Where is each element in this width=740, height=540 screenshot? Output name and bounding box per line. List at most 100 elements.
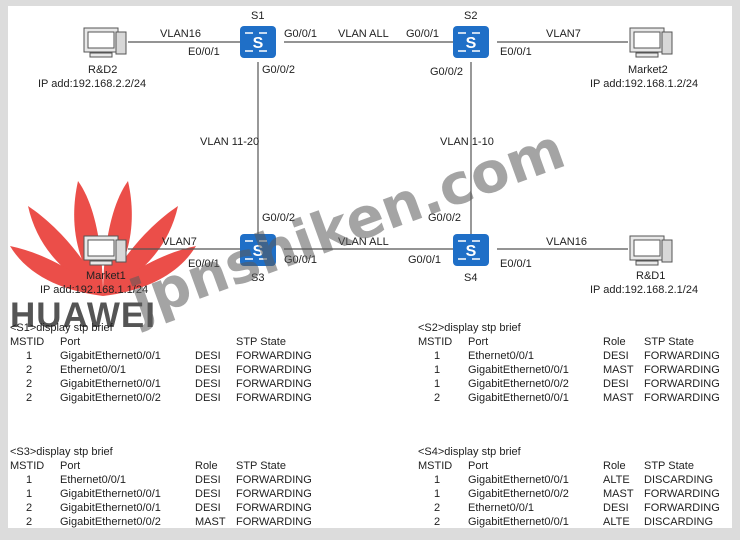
port-s3-e001: E0/0/1 xyxy=(188,258,220,270)
port-s3-g001: G0/0/1 xyxy=(284,254,318,266)
port-s4-g001: G0/0/1 xyxy=(408,254,442,266)
s4-table-header: MSTID xyxy=(418,460,453,472)
s3-table-cell: 1 xyxy=(26,488,33,500)
port-s4-g002: G0/0/2 xyxy=(428,212,462,224)
link-label-vlan16-bottom: VLAN16 xyxy=(546,236,587,248)
s2-table-cell: GigabitEthernet0/0/1 xyxy=(468,364,569,376)
s2-table-cell: MAST xyxy=(603,364,634,376)
s2-table-cell: FORWARDING xyxy=(644,392,720,404)
s1-table-cell: Ethernet0/0/1 xyxy=(60,364,127,376)
pc-rd2-ip: IP add:192.168.2.2/24 xyxy=(38,78,147,90)
s1-table-cell: 2 xyxy=(26,392,33,404)
s4-table-cell: ALTE xyxy=(603,474,630,486)
s3-table-cell: FORWARDING xyxy=(236,516,312,528)
topology-links: S S S S xyxy=(83,26,673,266)
s1-table-cell: FORWARDING xyxy=(236,364,312,376)
s3-table-header: STP State xyxy=(236,460,286,472)
s2-table-header: Role xyxy=(603,336,626,348)
s1-table-cell: GigabitEthernet0/0/1 xyxy=(60,378,161,390)
s2-table-cell: 2 xyxy=(434,392,441,404)
s3-table-cell: DESI xyxy=(195,502,221,514)
s3-table-cell: GigabitEthernet0/0/2 xyxy=(60,516,161,528)
pc-rd1-name: R&D1 xyxy=(636,270,666,282)
s4-table-cell: DISCARDING xyxy=(644,516,714,528)
s3-table-header: Port xyxy=(60,460,81,472)
s2-table-header: Port xyxy=(468,336,489,348)
svg-text:S: S xyxy=(466,35,477,52)
switch-s2-label: S2 xyxy=(464,10,478,22)
s4-table-cell: DESI xyxy=(603,502,629,514)
s2-table-cell: GigabitEthernet0/0/2 xyxy=(468,378,569,390)
link-label-vlan7-bottom: VLAN7 xyxy=(162,236,197,248)
diagram-canvas: HUAWEI S S S xyxy=(8,6,732,528)
s4-table-cell: FORWARDING xyxy=(644,502,720,514)
link-label-vlan1-10: VLAN 1-10 xyxy=(440,136,494,148)
link-label-vlan11-20: VLAN 11-20 xyxy=(200,136,260,148)
s4-table-cell: 1 xyxy=(434,474,441,486)
s4-table-command: <S4>display stp brief xyxy=(418,446,521,458)
port-s1-g002: G0/0/2 xyxy=(262,64,296,76)
svg-text:S: S xyxy=(253,35,264,52)
s2-table-cell: MAST xyxy=(603,392,634,404)
s1-table-cell: FORWARDING xyxy=(236,392,312,404)
s4-table-header: Role xyxy=(603,460,626,472)
s4-table-cell: ALTE xyxy=(603,516,630,528)
s3-table-cell: FORWARDING xyxy=(236,502,312,514)
port-s4-e001: E0/0/1 xyxy=(500,258,532,270)
s2-table-command: <S2>display stp brief xyxy=(418,322,521,334)
s1-table-cell: DESI xyxy=(195,350,221,362)
s4-table-cell: 1 xyxy=(434,488,441,500)
pc-rd2-name: R&D2 xyxy=(88,64,118,76)
s3-table-header: Role xyxy=(195,460,218,472)
s1-table-cell: DESI xyxy=(195,392,221,404)
s2-table-cell: GigabitEthernet0/0/1 xyxy=(468,392,569,404)
s2-table-cell: Ethernet0/0/1 xyxy=(468,350,535,362)
s3-table-cell: GigabitEthernet0/0/1 xyxy=(60,502,161,514)
switch-s1-label: S1 xyxy=(251,10,265,22)
s2-table-cell: DESI xyxy=(603,378,629,390)
s1-table-header: MSTID xyxy=(10,336,45,348)
s3-table-cell: DESI xyxy=(195,488,221,500)
s2-table-cell: 1 xyxy=(434,364,441,376)
s2-table-cell: 1 xyxy=(434,350,441,362)
s3-table-cell: GigabitEthernet0/0/1 xyxy=(60,488,161,500)
port-s3-g002: G0/0/2 xyxy=(262,212,296,224)
s4-table-cell: GigabitEthernet0/0/1 xyxy=(468,474,569,486)
pc-market2-name: Market2 xyxy=(628,64,668,76)
svg-text:S: S xyxy=(466,243,477,260)
s1-table-header: Port xyxy=(60,336,81,348)
s3-table-cell: 1 xyxy=(26,474,33,486)
s1-table-cell: GigabitEthernet0/0/2 xyxy=(60,392,161,404)
s2-table-cell: DESI xyxy=(603,350,629,362)
s3-table-cell: FORWARDING xyxy=(236,474,312,486)
s3-table-cell: 2 xyxy=(26,502,33,514)
s3-table-cell: FORWARDING xyxy=(236,488,312,500)
pc-rd1-icon xyxy=(629,235,673,266)
link-label-vlanall-top: VLAN ALL xyxy=(338,28,389,40)
pc-rd1-ip: IP add:192.168.2.1/24 xyxy=(590,284,699,296)
s2-table-cell: 1 xyxy=(434,378,441,390)
pc-market1-ip: IP add:192.168.1.1/24 xyxy=(40,284,149,296)
pc-market2-icon xyxy=(629,27,673,58)
s1-table-cell: 2 xyxy=(26,364,33,376)
switch-s3-icon: S xyxy=(240,234,276,266)
port-s2-g002: G0/0/2 xyxy=(430,66,464,78)
port-s1-e001: E0/0/1 xyxy=(188,46,220,58)
s1-table-cell: FORWARDING xyxy=(236,378,312,390)
s1-table-cell: FORWARDING xyxy=(236,350,312,362)
s4-table-cell: GigabitEthernet0/0/1 xyxy=(468,516,569,528)
s3-table-cell: MAST xyxy=(195,516,226,528)
s2-table-header: STP State xyxy=(644,336,694,348)
s4-table-cell: MAST xyxy=(603,488,634,500)
link-label-vlan7-top: VLAN7 xyxy=(546,28,581,40)
s4-table-header: Port xyxy=(468,460,489,472)
switch-s4-label: S4 xyxy=(464,272,478,284)
s3-table-cell: Ethernet0/0/1 xyxy=(60,474,127,486)
s1-table-cell: GigabitEthernet0/0/1 xyxy=(60,350,161,362)
s2-table-cell: FORWARDING xyxy=(644,378,720,390)
s1-table-cell: 1 xyxy=(26,350,33,362)
s3-table-command: <S3>display stp brief xyxy=(10,446,113,458)
s1-table-cell: 2 xyxy=(26,378,33,390)
huawei-logo-text: HUAWEI xyxy=(10,296,156,335)
pc-market1-icon xyxy=(83,235,127,266)
